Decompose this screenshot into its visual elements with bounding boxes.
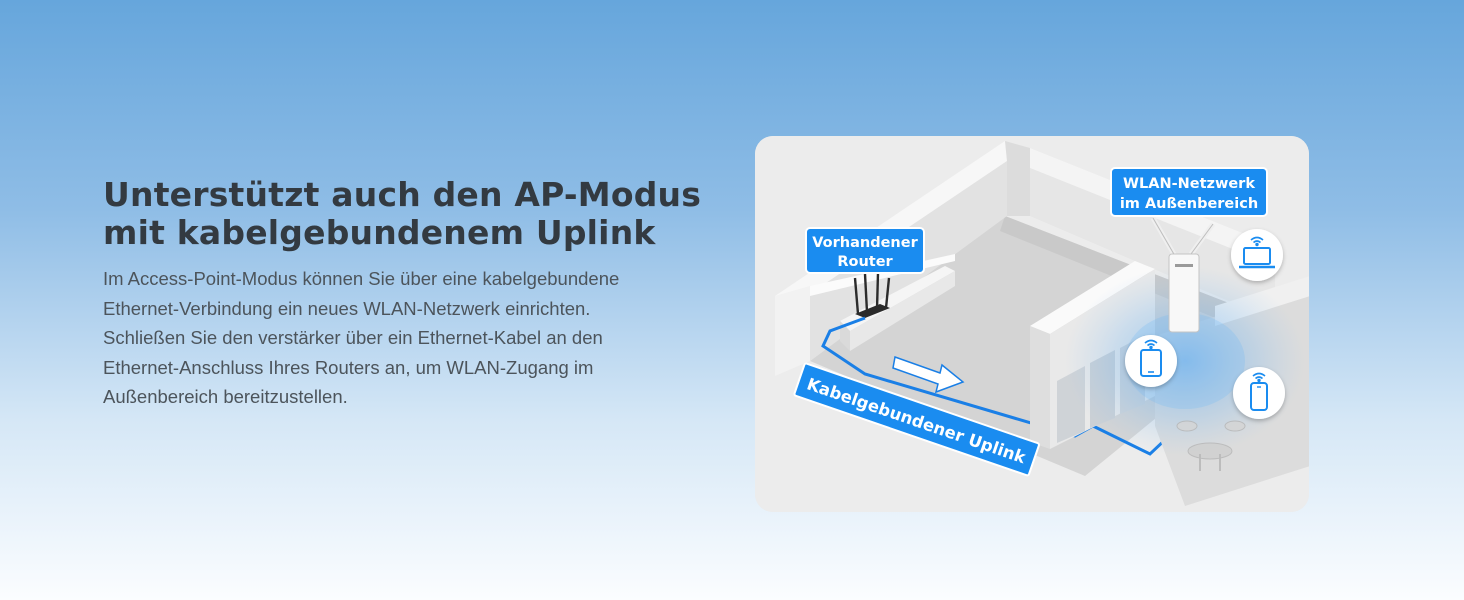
router-label-line-1: Vorhandener [812,235,918,251]
wlan-label-line-2: im Außenbereich [1120,196,1258,212]
headline-line-2: mit kabelgebundenem Uplink [103,213,656,252]
wifi-icon [1250,236,1264,247]
ap-mode-illustration: WLAN-Netzwerk im Außenbereich Vorhandene… [755,136,1309,512]
tablet-icon [1140,349,1162,377]
wlan-label-line-1: WLAN-Netzwerk [1123,176,1255,192]
router-label: Vorhandener Router [805,227,925,274]
wlan-outdoor-label: WLAN-Netzwerk im Außenbereich [1110,167,1268,217]
outdoor-access-point-icon [1150,216,1216,333]
description-line-4: Ethernet-Anschluss Ihres Routers an, um … [103,356,594,378]
tablet-bubble [1125,335,1177,387]
headline-line-1: Unterstützt auch den AP-Modus [103,175,702,214]
smartphone-icon [1250,382,1268,411]
feature-text-block: Unterstützt auch den AP-Modus mit kabelg… [103,176,703,412]
router-icon [853,272,891,318]
house-diagram: WLAN-Netzwerk im Außenbereich Vorhandene… [755,136,1309,512]
wifi-icon [1144,339,1158,350]
description-line-3: Schließen Sie den verstärker über ein Et… [103,327,603,349]
feature-description: Im Access-Point-Modus können Sie über ei… [103,264,703,412]
router-label-line-2: Router [837,254,893,270]
patio-furniture [1176,420,1246,471]
feature-headline: Unterstützt auch den AP-Modus mit kabelg… [103,176,703,252]
uplink-arrow [892,355,965,394]
smartphone-bubble [1233,367,1285,419]
description-line-2: Ethernet-Verbindung ein neues WLAN-Netzw… [103,297,591,319]
laptop-icon [1239,247,1275,269]
wifi-icon [1252,372,1266,383]
description-line-1: Im Access-Point-Modus können Sie über ei… [103,268,620,289]
description-line-5: Außenbereich bereitzustellen. [103,386,348,408]
